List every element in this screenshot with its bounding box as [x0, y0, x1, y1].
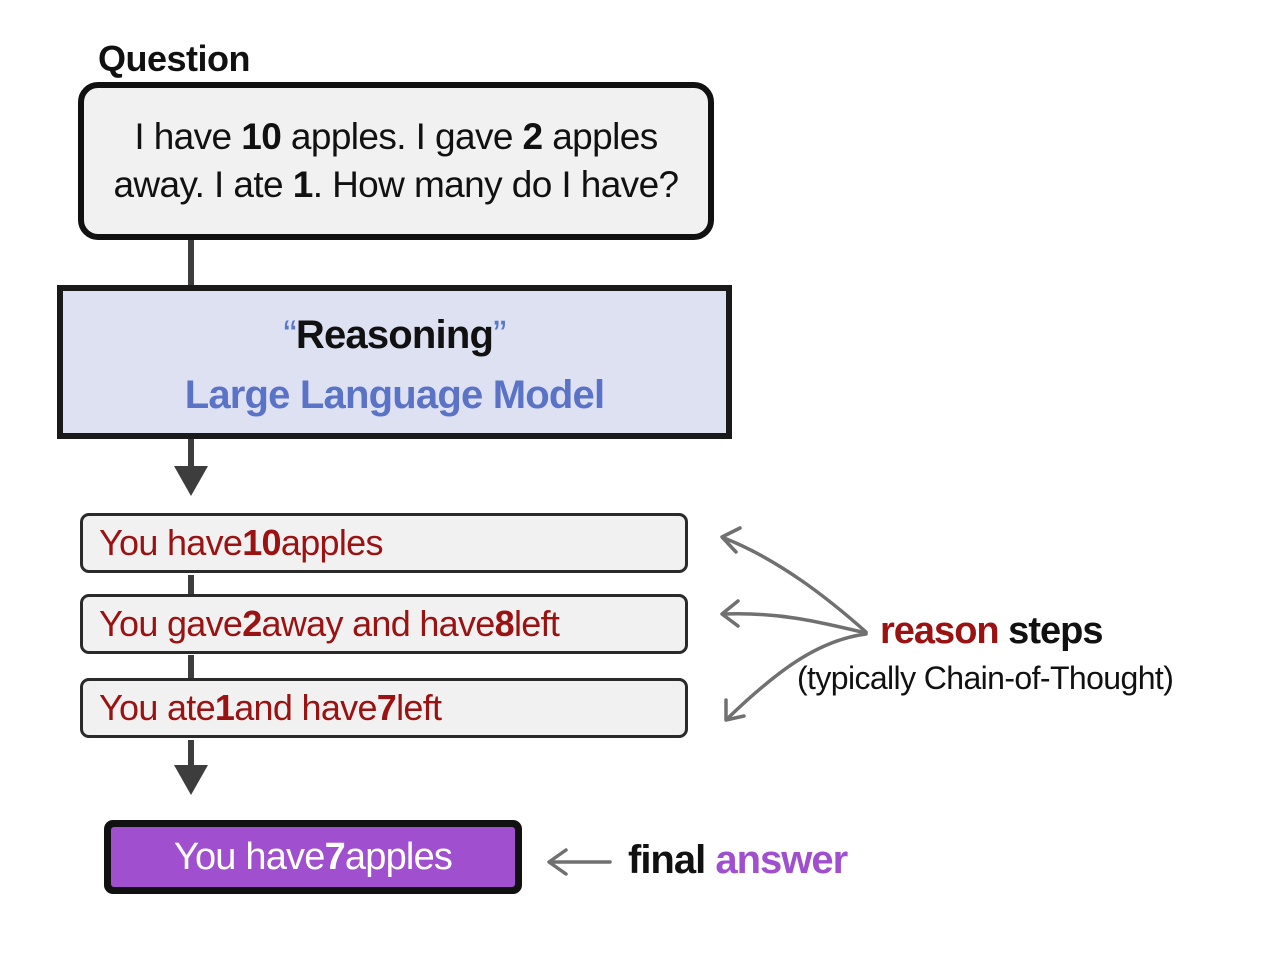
reason-step-2: You gave 2 away and have 8 left	[80, 594, 688, 654]
answer-text-part: apples	[344, 835, 453, 878]
step-number: 10	[242, 522, 281, 563]
question-text-part: apples. I gave	[281, 116, 523, 157]
reason-step-1: You have 10 apples	[80, 513, 688, 573]
question-text-part: apples	[542, 116, 658, 157]
close-quote: ”	[493, 313, 506, 357]
question-number: 2	[522, 116, 544, 157]
final-answer-label: final answer	[628, 838, 848, 883]
model-subtitle: Large Language Model	[184, 373, 605, 417]
connector-model-steps	[188, 433, 194, 471]
arrow-to-step-2	[722, 611, 868, 635]
question-text-part: . How many do I have?	[312, 164, 679, 205]
question-label: Question	[98, 38, 251, 79]
model-title: “Reasoning”	[63, 311, 726, 359]
steps-word: steps	[998, 610, 1103, 652]
connector-step1-step2	[188, 575, 194, 595]
step-number: 2	[242, 603, 262, 644]
question-line-2: away. I ate 1. How many do I have?	[113, 161, 679, 209]
arrowhead-step-2	[720, 599, 740, 628]
reason-steps-subtitle: (typically Chain-of-Thought)	[797, 660, 1174, 696]
question-number: 10	[241, 116, 282, 157]
model-title-text: Reasoning	[295, 313, 494, 357]
model-box: “Reasoning” Large Language Model	[57, 285, 732, 439]
reason-word: reason	[880, 610, 1000, 652]
step-text-part: and have	[234, 687, 377, 728]
step-text-part: left	[396, 687, 442, 728]
step-number: 1	[214, 687, 235, 728]
reason-steps-label: reason steps	[880, 610, 1103, 653]
answer-number: 7	[324, 835, 346, 878]
arrowhead-to-answer	[174, 765, 208, 795]
answer-text-part: You have	[173, 835, 325, 878]
connector-question-model	[188, 240, 194, 290]
arrowhead-to-steps	[174, 466, 208, 496]
question-box: I have 10 apples. I gave 2 apples away. …	[78, 82, 714, 240]
question-text: I have 10 apples. I gave 2 apples away. …	[113, 113, 679, 209]
step-text-part: left	[513, 603, 560, 644]
step-text-part: You ate	[99, 687, 216, 728]
final-word: final	[628, 838, 706, 882]
open-quote: “	[283, 313, 296, 357]
step-text-part: apples	[280, 522, 384, 563]
arrowhead-step-1	[720, 526, 742, 554]
step-text-part: You gave	[99, 603, 243, 644]
question-line-1: I have 10 apples. I gave 2 apples	[113, 113, 678, 161]
question-text-part: I have	[134, 116, 242, 157]
connector-steps-answer	[188, 740, 194, 770]
step-number: 7	[376, 687, 397, 728]
question-number: 1	[292, 164, 314, 205]
answer-word: answer	[705, 838, 848, 882]
arrowhead-step-3	[724, 698, 746, 722]
connector-step2-step3	[188, 655, 194, 679]
step-text-part: away and have	[261, 603, 496, 644]
arrow-to-step-3	[726, 632, 868, 720]
step-text-part: You have	[99, 522, 243, 563]
question-text-part: away. I ate	[113, 164, 293, 205]
final-answer-text: You have 7 apples	[111, 827, 515, 887]
arrowhead-answer	[547, 848, 568, 876]
final-answer-box: You have 7 apples	[104, 820, 522, 894]
arrow-to-step-1	[722, 536, 868, 634]
reason-step-3: You ate 1 and have 7 left	[80, 678, 688, 738]
step-number: 8	[494, 603, 515, 644]
